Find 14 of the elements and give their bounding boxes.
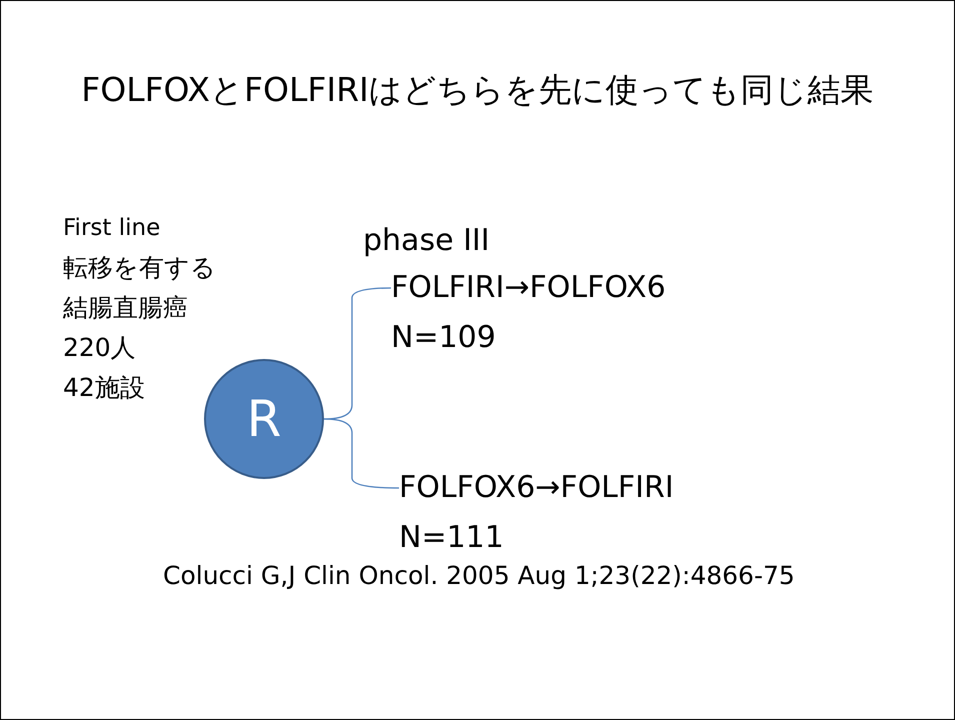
bracket-connector [324, 418, 399, 489]
sample-size-text: N=111 [399, 519, 504, 557]
trial-phase-label: phase III [363, 223, 490, 258]
treatment-sequence-text: FOLFIRI→FOLFOX6 [391, 269, 666, 307]
study-info-text: 結腸直腸癌 [63, 292, 188, 324]
circle-letter: R [246, 390, 282, 448]
citation-text: Colucci G,J Clin Oncol. 2005 Aug 1;23(22):4866-75 [163, 561, 795, 590]
study-info-text: 42施設 [63, 372, 145, 404]
sample-size-text: N=109 [391, 319, 496, 357]
treatment-sequence-text: FOLFOX6→FOLFIRI [399, 469, 674, 507]
slide-title: FOLFOXとFOLFIRIはどちらを先に使っても同じ結果 [80, 69, 875, 111]
study-info-text: First line [63, 215, 160, 241]
study-info-text: 転移を有する [63, 252, 216, 284]
study-info-text: 220人 [63, 332, 136, 364]
